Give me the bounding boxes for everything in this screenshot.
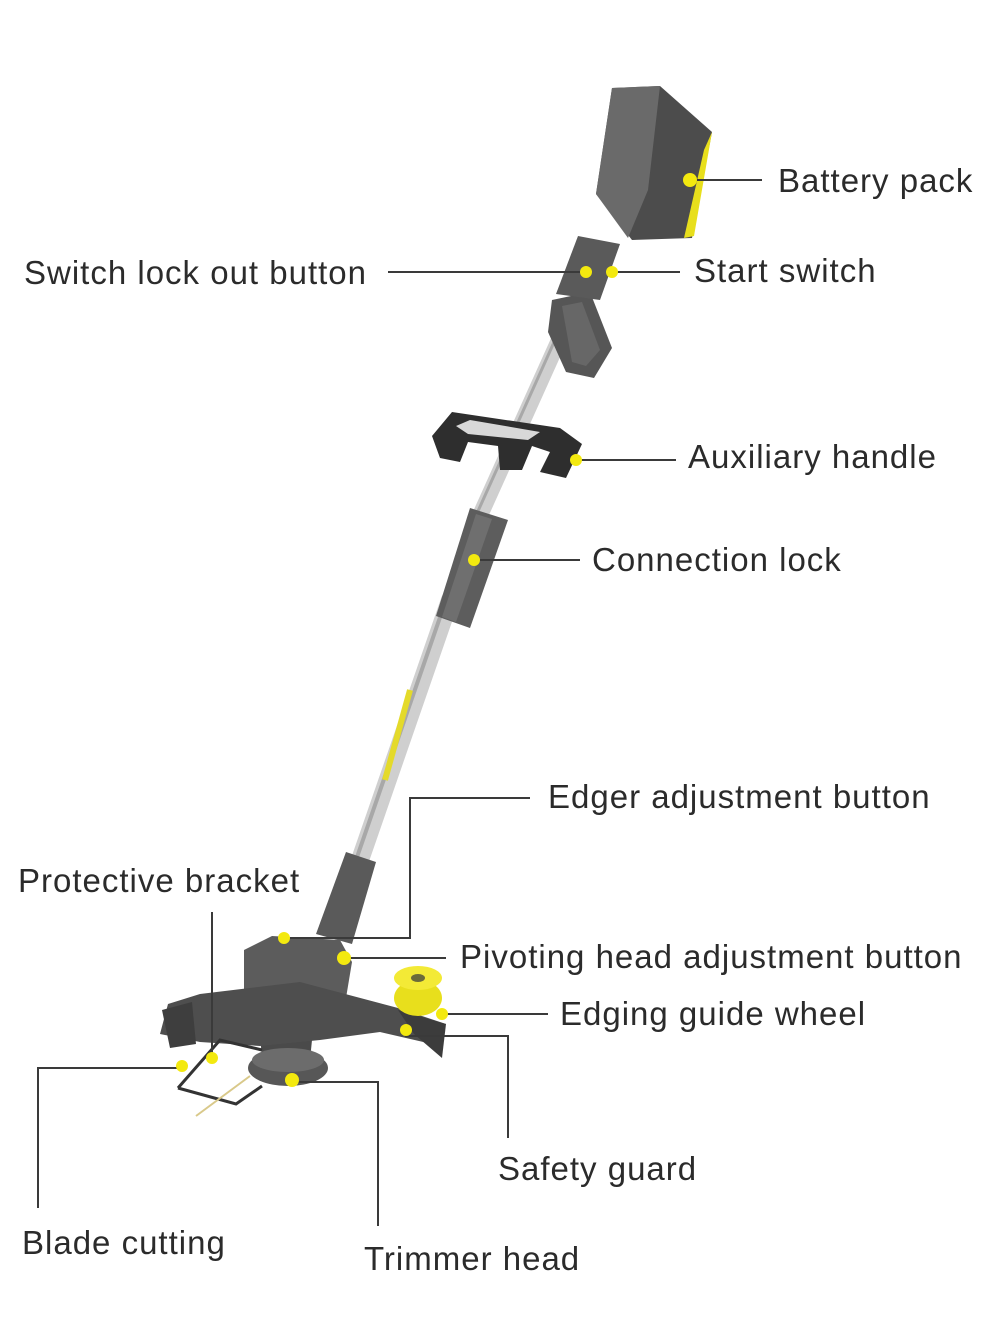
- label-pivoting-head-adjustment-button: Pivoting head adjustment button: [460, 938, 963, 975]
- leader-safety-guard: [405, 1030, 509, 1138]
- leader-lines: [37, 179, 762, 1226]
- auxiliary-handle-body: [432, 412, 582, 478]
- dot-start-switch: [606, 266, 618, 278]
- shaft-logo-strip: [382, 689, 413, 781]
- upper-shaft: [470, 312, 576, 528]
- upper-shaft-shadow: [472, 319, 566, 521]
- label-edging-guide-wheel: Edging guide wheel: [560, 995, 867, 1032]
- label-safety-guard: Safety guard: [498, 1150, 698, 1187]
- dot-battery-pack: [683, 173, 697, 187]
- dot-trimmer-head: [285, 1073, 299, 1087]
- safety-guard-skirt: [398, 1010, 446, 1058]
- leader-trimmer-head: [291, 1080, 379, 1226]
- guard-left-clip: [162, 1002, 196, 1048]
- label-edger-adjustment-button: Edger adjustment button: [548, 778, 931, 815]
- auxiliary-handle-grip-hole: [456, 420, 540, 440]
- protective-bracket-wire: [176, 1038, 263, 1106]
- label-trimmer-head: Trimmer head: [364, 1240, 581, 1277]
- label-blade-cutting: Blade cutting: [22, 1224, 226, 1261]
- dot-edger-adjustment: [278, 932, 290, 944]
- dot-edging-guide-wheel: [436, 1008, 448, 1020]
- connection-lock-sleeve-highlight: [442, 514, 492, 622]
- label-auxiliary-handle: Auxiliary handle: [688, 438, 937, 475]
- motor-housing-neck: [316, 852, 376, 944]
- lower-shaft: [351, 591, 459, 869]
- safety-guard-plate: [160, 982, 446, 1046]
- edging-guide-wheel-hub: [411, 974, 425, 982]
- cutting-line: [195, 1075, 251, 1117]
- battery-pack-yellow-trim: [684, 132, 712, 238]
- dot-blade-cutting: [176, 1060, 188, 1072]
- label-protective-bracket: Protective bracket: [18, 862, 301, 899]
- trimmer-head-spool-top: [252, 1048, 324, 1072]
- rear-handle-grip-shade: [562, 302, 600, 366]
- dot-auxiliary-handle: [570, 454, 582, 466]
- callout-dots: [176, 173, 697, 1087]
- dot-safety-guard: [400, 1024, 412, 1036]
- leader-blade-cutting: [37, 1067, 182, 1208]
- battery-pack-face: [596, 86, 660, 238]
- dot-switch-lock-out: [580, 266, 592, 278]
- dot-connection-lock: [468, 554, 480, 566]
- leader-edger-adjustment: [284, 797, 530, 939]
- edging-guide-wheel-body: [394, 980, 442, 1016]
- label-switch-lock-out-button: Switch lock out button: [24, 254, 368, 291]
- dot-protective-bracket: [206, 1052, 218, 1064]
- dot-pivoting-head: [337, 951, 351, 965]
- label-battery-pack: Battery pack: [778, 162, 974, 199]
- label-start-switch: Start switch: [694, 252, 877, 289]
- label-connection-lock: Connection lock: [592, 541, 842, 578]
